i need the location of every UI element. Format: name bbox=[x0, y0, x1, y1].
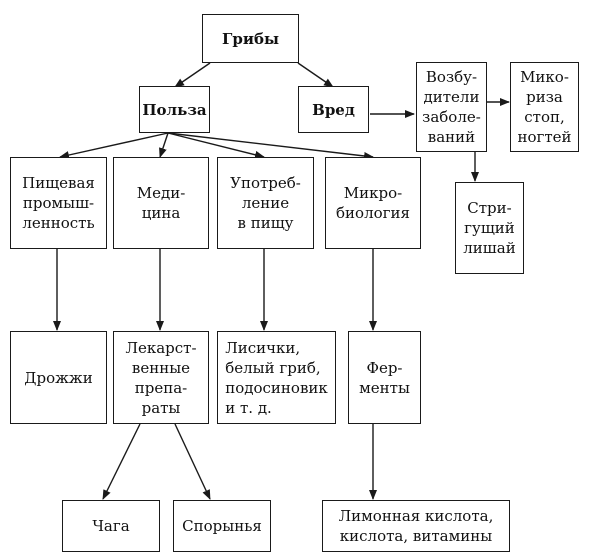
node-sporynya: Спорынья bbox=[173, 500, 271, 552]
arrow-griby-polza bbox=[174, 62, 211, 88]
node-lisichki: Лисички, белый гриб, подосиновик и т. д. bbox=[217, 331, 336, 424]
node-strigushchiy: Стри- гущий лишай bbox=[455, 182, 524, 274]
node-upotreblenie: Употреб- ление в пищу bbox=[217, 157, 314, 249]
node-pishchevaya: Пищевая промыш- ленность bbox=[10, 157, 107, 249]
node-chaga: Чага bbox=[62, 500, 160, 552]
arrow-polza-pishchevaya bbox=[59, 132, 169, 159]
arrow-polza-upotreblenie bbox=[167, 132, 265, 159]
arrow-lekarstvennye-chaga bbox=[102, 423, 141, 500]
node-vozbuditeli: Возбу- дители заболе- ваний bbox=[416, 62, 487, 152]
arrow-polza-mikrobiologiya bbox=[167, 132, 374, 160]
arrow-polza-meditsina bbox=[159, 132, 169, 158]
node-mikrobiologiya: Микро- биология bbox=[325, 157, 421, 249]
node-polza: Польза bbox=[139, 86, 210, 133]
arrow-griby-vred bbox=[297, 62, 334, 88]
arrow-lekarstvennye-sporynya bbox=[174, 423, 211, 500]
node-meditsina: Меди- цина bbox=[113, 157, 209, 249]
node-limonnaya: Лимонная кислота, кислота, витамины bbox=[322, 500, 510, 552]
node-lekarstvennye: Лекарст- венные препа- раты bbox=[113, 331, 209, 424]
node-fermenty: Фер- менты bbox=[348, 331, 421, 424]
node-griby: Грибы bbox=[202, 14, 299, 63]
node-vred: Вред bbox=[298, 86, 369, 133]
node-mikoriza: Мико- риза стоп, ногтей bbox=[510, 62, 579, 152]
node-drozhzhi: Дрожжи bbox=[10, 331, 107, 424]
